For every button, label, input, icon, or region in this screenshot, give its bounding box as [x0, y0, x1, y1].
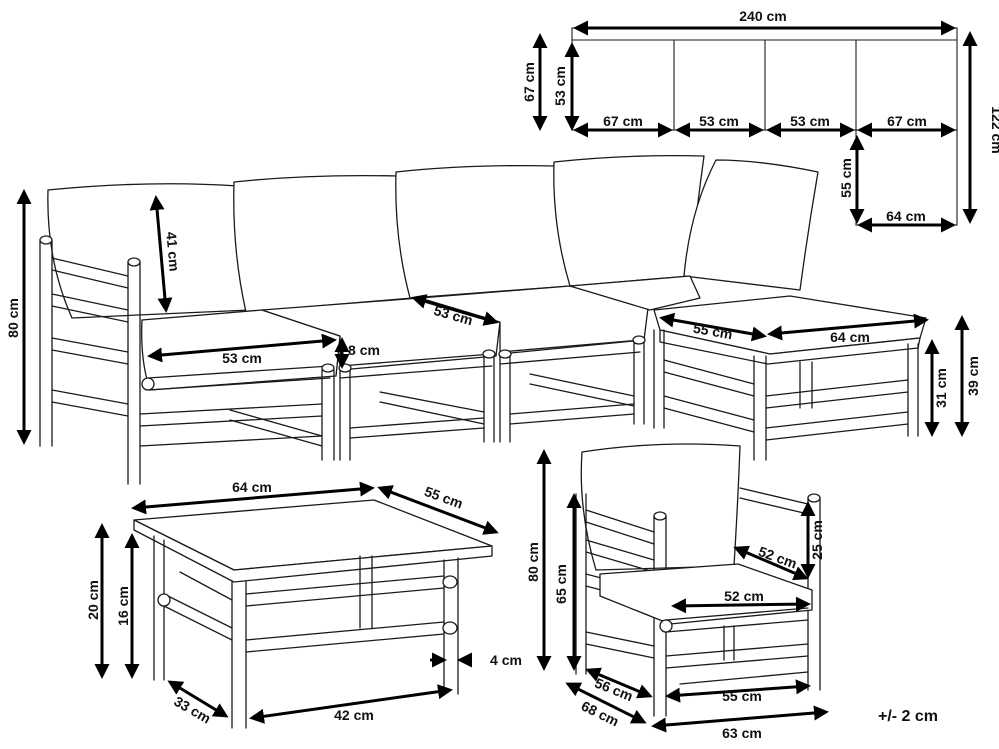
table-width-label: 64 cm — [232, 479, 272, 495]
plan-view: 240 cm 67 cm 53 cm 67 cm 53 cm 53 cm 67 … — [521, 8, 999, 233]
sofa-back-cushion-label: 41 cm — [163, 231, 182, 272]
sofa-illustration: 80 cm 41 cm 53 cm 8 cm 53 cm 55 cm 64 cm… — [5, 154, 981, 485]
plan-total-height-label: 122 cm — [989, 106, 999, 153]
tolerance-note: +/- 2 cm — [878, 708, 938, 725]
sofa-seat-width-label: 53 cm — [222, 350, 262, 366]
sofa-seat-thickness-label: 8 cm — [348, 342, 380, 358]
plan-ottoman-depth-label: 55 cm — [838, 158, 854, 198]
table-inner-depth-label: 33 cm — [171, 693, 213, 727]
coffee-table-illustration: 64 cm 55 cm 20 cm 16 cm 4 cm 33 cm 42 cm — [85, 479, 522, 729]
sofa-ottoman-height-label: 39 cm — [965, 356, 981, 396]
table-inner-height-label: 16 cm — [115, 586, 131, 626]
chair-outer-depth-label: 68 cm — [579, 698, 622, 730]
plan-module-4-label: 67 cm — [887, 113, 927, 129]
chair-outer-width-label: 63 cm — [722, 725, 762, 741]
sofa-ottoman-depth-label: 55 cm — [692, 320, 734, 343]
plan-module-3-label: 53 cm — [790, 113, 830, 129]
table-leg-label: 4 cm — [490, 652, 522, 668]
plan-depth-left-label: 67 cm — [521, 62, 537, 102]
chair-seat-width-label: 52 cm — [724, 588, 764, 604]
sofa-ottoman-width-label: 64 cm — [830, 329, 870, 345]
plan-depth-inner-label: 53 cm — [552, 66, 568, 106]
sofa-height-label: 80 cm — [5, 298, 21, 338]
sofa-ottoman-frame-height-label: 31 cm — [933, 368, 949, 408]
table-inner-width-label: 42 cm — [334, 707, 374, 723]
plan-total-width-label: 240 cm — [739, 8, 786, 24]
plan-module-2-label: 53 cm — [699, 113, 739, 129]
chair-inner-width-label: 55 cm — [722, 688, 762, 704]
plan-ottoman-width-label: 64 cm — [886, 208, 926, 224]
chair-back-cushion-label: 25 cm — [809, 520, 825, 560]
plan-module-1-label: 67 cm — [603, 113, 643, 129]
chair-arm-height-label: 65 cm — [553, 564, 569, 604]
armchair-illustration: 80 cm 65 cm 25 cm 52 cm 52 cm 56 cm 68 c… — [525, 443, 829, 741]
table-height-label: 20 cm — [85, 580, 101, 620]
chair-height-label: 80 cm — [525, 542, 541, 582]
